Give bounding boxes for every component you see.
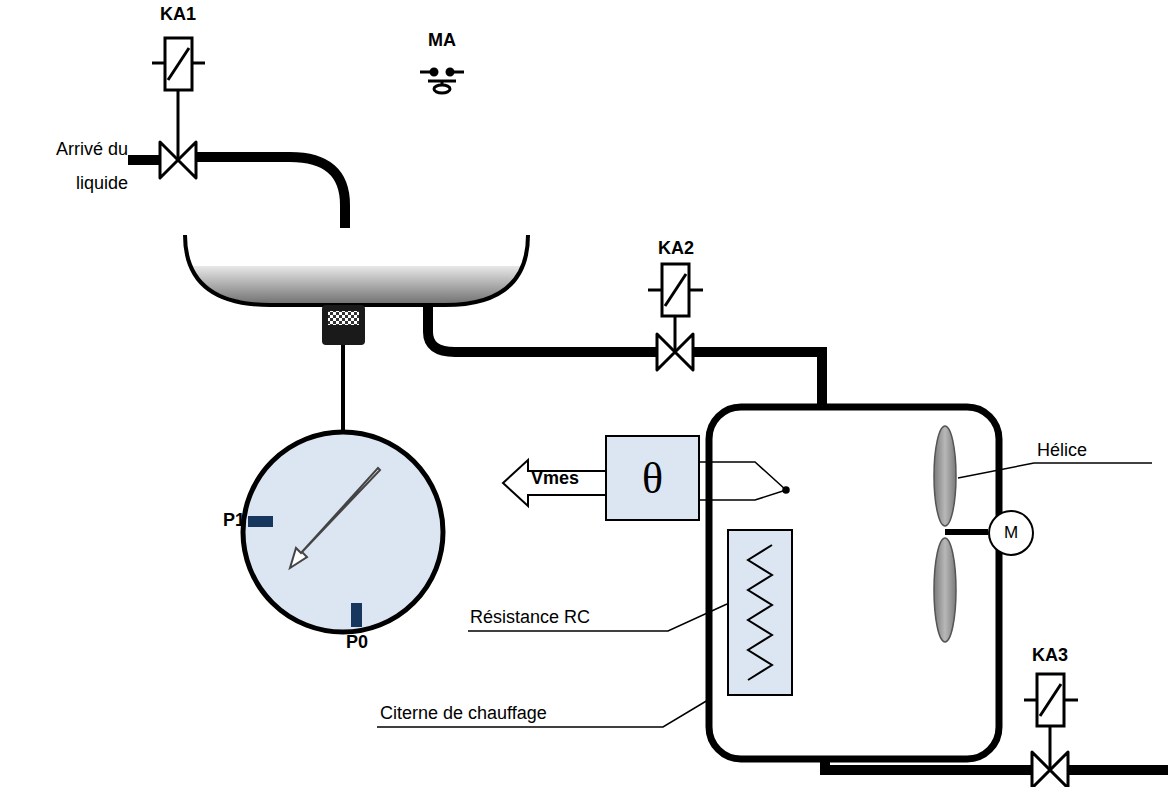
- feed-pipe: [428, 305, 822, 408]
- solenoid-valve: [152, 38, 205, 178]
- valve-tag: KA3: [1032, 645, 1068, 667]
- node-text: θ: [642, 453, 663, 504]
- heating-tank: [709, 407, 999, 759]
- heating-resistor: [728, 530, 792, 695]
- leader-line: [377, 463, 1152, 727]
- part-label: Hélice: [1037, 440, 1087, 462]
- solenoid-valve: [1024, 674, 1078, 787]
- pushbutton-symbol: [420, 69, 464, 93]
- motor-circle: M: [988, 510, 1034, 556]
- weighing-bowl: [185, 235, 528, 432]
- outlet-pipe: [825, 759, 1168, 770]
- valve-tag: KA2: [658, 238, 694, 260]
- signal-arrow: [503, 460, 605, 506]
- signal-name: Vmes: [531, 468, 579, 490]
- valve-tag: KA1: [160, 4, 196, 26]
- point-label: P1: [223, 510, 245, 532]
- sensor-box: θ: [605, 435, 700, 521]
- propeller: [934, 426, 988, 642]
- node-text: M: [1004, 523, 1018, 543]
- scale-dial: [243, 432, 443, 632]
- point-label: P0: [346, 632, 368, 654]
- part-label: Citerne de chauffage: [380, 703, 547, 725]
- button-tag: MA: [428, 30, 456, 52]
- thermocouple: [700, 462, 789, 500]
- inlet-label: Arrivé du liquide: [18, 132, 128, 200]
- solenoid-valve: [648, 264, 703, 370]
- part-label: Résistance RC: [470, 607, 590, 629]
